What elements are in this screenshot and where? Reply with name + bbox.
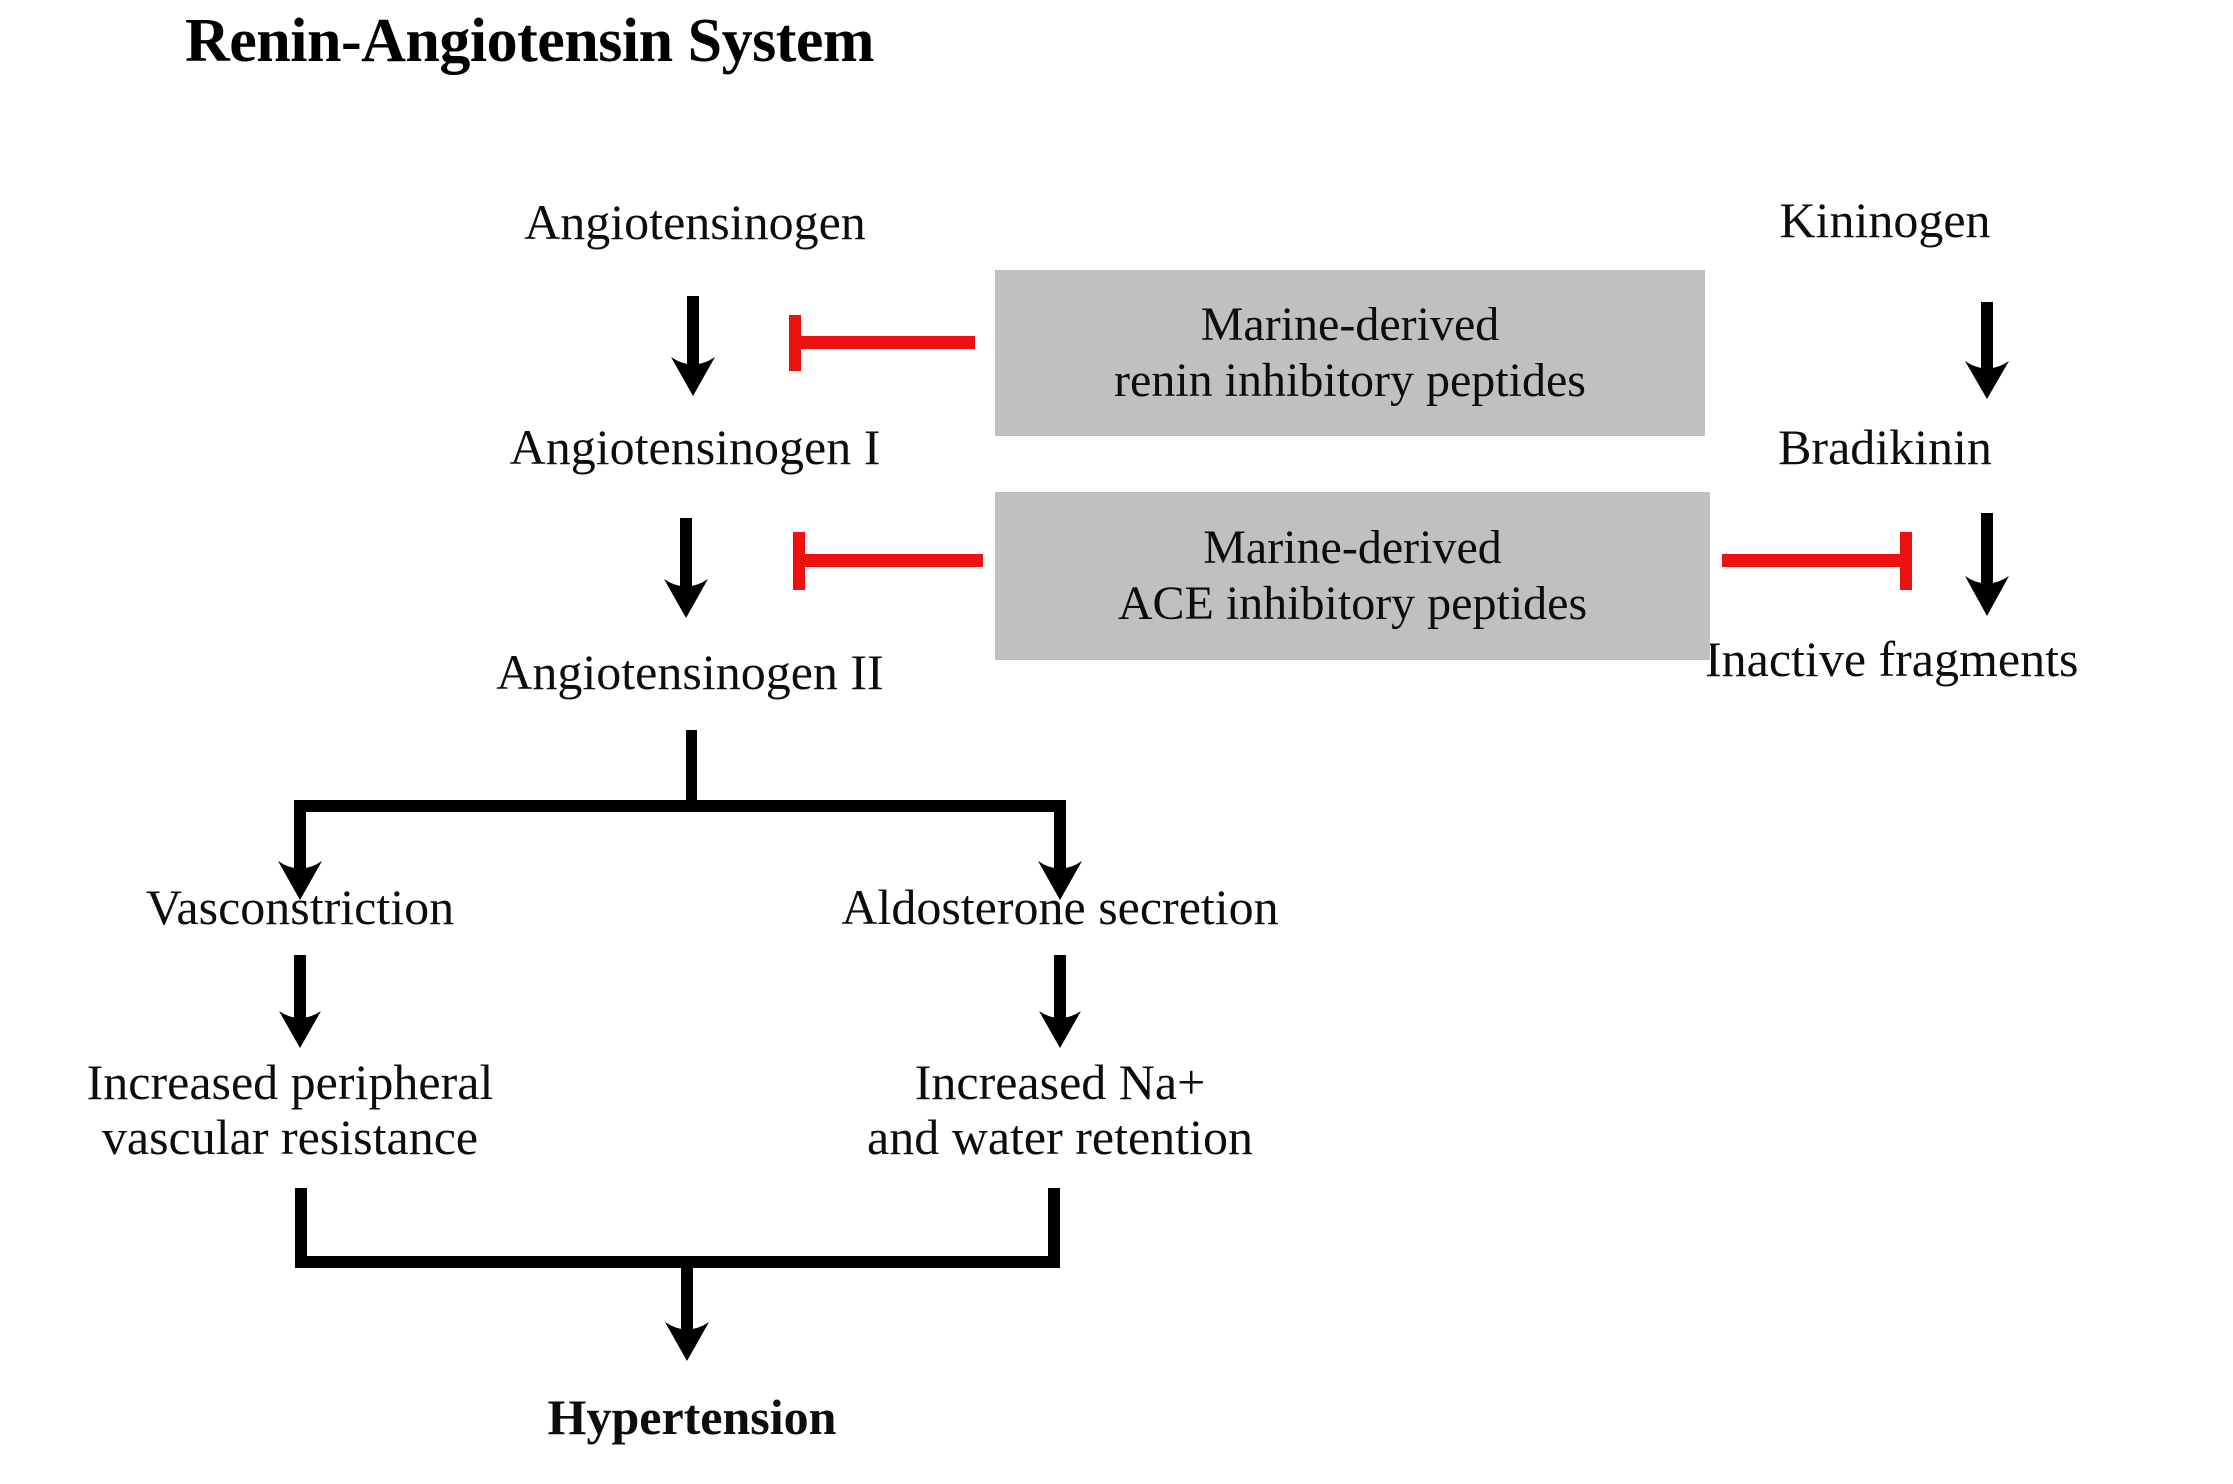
ace-box-line-1: Marine-derived	[1203, 521, 1502, 575]
inhibitor-line-ace-right	[1722, 554, 1912, 567]
node-inactive-fragments: Inactive fragments	[1705, 631, 2079, 687]
node-angiotensinogen-i: Angiotensinogen I	[509, 419, 881, 475]
sodium-retention-line-2: and water retention	[867, 1109, 1253, 1165]
connector-split-bar	[295, 800, 1060, 812]
connector-split-stem	[686, 730, 697, 810]
node-aldosterone-secretion: Aldosterone secretion	[841, 879, 1279, 935]
arrow-vasconstriction-to-peripheral-resistance	[279, 955, 321, 1048]
node-bradikinin: Bradikinin	[1778, 419, 1992, 475]
peripheral-resistance-line-1: Increased peripheral	[86, 1054, 494, 1110]
arrow-merge-to-hypertension	[665, 1256, 709, 1361]
inhibitor-box-ace-inhibitory-peptides: Marine-derived ACE inhibitory peptides	[995, 492, 1710, 660]
node-increased-peripheral-vascular-resistance: Increased peripheral vascular resistance	[10, 1055, 570, 1165]
inhibitor-bar-ace-right-head	[1900, 532, 1912, 590]
arrow-bradikinin-to-inactive-fragments	[1965, 513, 2009, 616]
renin-box-line-1: Marine-derived	[1200, 298, 1500, 352]
arrow-split-to-aldosterone	[1038, 800, 1082, 900]
arrow-aldosterone-to-sodium-retention	[1039, 955, 1081, 1048]
inhibitor-box-renin-inhibitory-peptides: Marine-derived renin inhibitory peptides	[995, 270, 1705, 436]
connector-merge-right-stem	[1048, 1188, 1060, 1268]
node-hypertension: Hypertension	[547, 1389, 837, 1445]
node-angiotensinogen: Angiotensinogen	[524, 194, 866, 250]
node-vasconstriction: Vasconstriction	[145, 879, 455, 935]
arrow-kininogen-to-bradikinin	[1965, 302, 2009, 399]
inhibitor-line-ace-left	[793, 554, 983, 567]
arrow-split-to-vasconstriction	[278, 800, 322, 900]
connector-merge-bar	[295, 1256, 1060, 1268]
arrow-angiotensinogen-to-angiotensinogen-i	[671, 296, 715, 396]
page-title: Renin-Angiotensin System	[185, 7, 875, 75]
ace-box-line-2: ACE inhibitory peptides	[1117, 577, 1588, 630]
sodium-retention-line-1: Increased Na+	[914, 1054, 1206, 1110]
peripheral-resistance-line-2: vascular resistance	[101, 1109, 479, 1165]
connector-merge-left-stem	[295, 1188, 307, 1268]
inhibitor-line-renin	[789, 336, 975, 349]
node-increased-sodium-water-retention: Increased Na+ and water retention	[780, 1055, 1340, 1165]
renin-box-line-2: renin inhibitory peptides	[1114, 354, 1586, 407]
arrow-angiotensinogen-i-to-angiotensinogen-ii	[664, 518, 708, 618]
node-kininogen: Kininogen	[1779, 192, 1991, 248]
node-angiotensinogen-ii: Angiotensinogen II	[496, 644, 884, 700]
